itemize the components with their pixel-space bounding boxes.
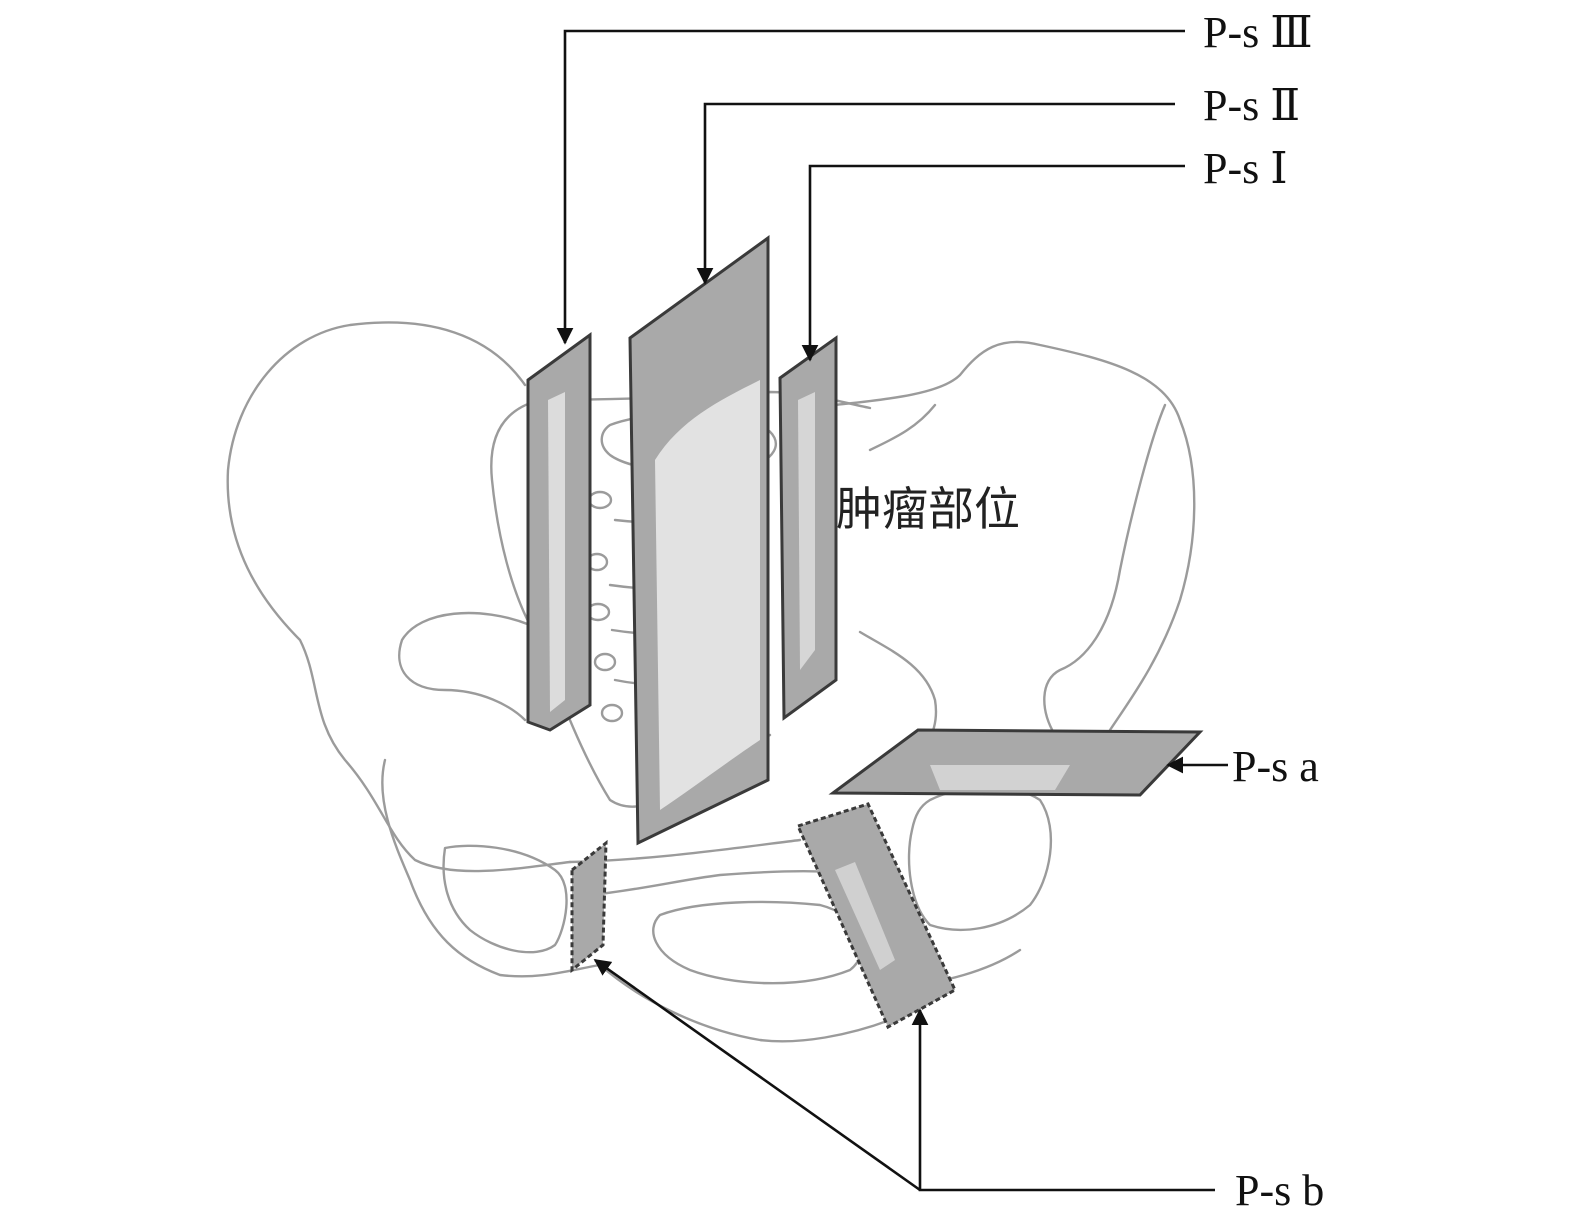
left-pubis — [398, 611, 532, 722]
foramen-l1 — [587, 490, 613, 510]
foramen-l5 — [600, 703, 624, 723]
pointer-psb-right — [911, 1008, 1215, 1192]
right-iliac-crest-inner — [868, 403, 937, 452]
label-ps2: P-s Ⅱ — [1203, 81, 1300, 130]
left-iliac-wing — [226, 321, 572, 873]
pointer-lines — [556, 29, 1228, 1192]
pointer-ps3 — [556, 29, 1185, 345]
pointer-ps1 — [801, 164, 1185, 362]
plane-psb-left — [570, 839, 608, 974]
plane-psa — [828, 728, 1204, 797]
pubic-arch — [598, 963, 892, 1043]
labels: P-s Ⅲ P-s Ⅱ P-s Ⅰ P-s a P-s b 肿瘤部位 — [836, 8, 1324, 1215]
right-obturator-inner — [652, 900, 864, 985]
left-obturator — [442, 844, 568, 954]
plane-ps3-white-strip — [548, 392, 565, 712]
label-tumor-site: 肿瘤部位 — [836, 482, 1020, 536]
resection-planes — [526, 235, 1204, 1030]
label-psa: P-s a — [1232, 742, 1319, 791]
right-iliac-inner — [1043, 403, 1167, 737]
foramen-l4 — [593, 652, 617, 672]
label-ps3: P-s Ⅲ — [1203, 8, 1313, 57]
pointer-psb-left — [593, 958, 921, 1192]
pointer-ps2 — [696, 102, 1175, 285]
right-femoral-head — [907, 785, 1053, 931]
plane-psa-light — [930, 765, 1070, 790]
plane-ps1-white-strip — [798, 392, 815, 670]
plane-ps2-inner-light — [655, 380, 760, 810]
plane-psb-right-light — [835, 862, 895, 970]
left-iliac-inner — [490, 398, 542, 627]
label-psb: P-s b — [1235, 1166, 1324, 1215]
pubic-ramus-mid — [588, 869, 832, 897]
right-iliac-wing — [833, 340, 1196, 732]
label-ps1: P-s Ⅰ — [1203, 144, 1288, 193]
left-ischium — [381, 758, 602, 978]
